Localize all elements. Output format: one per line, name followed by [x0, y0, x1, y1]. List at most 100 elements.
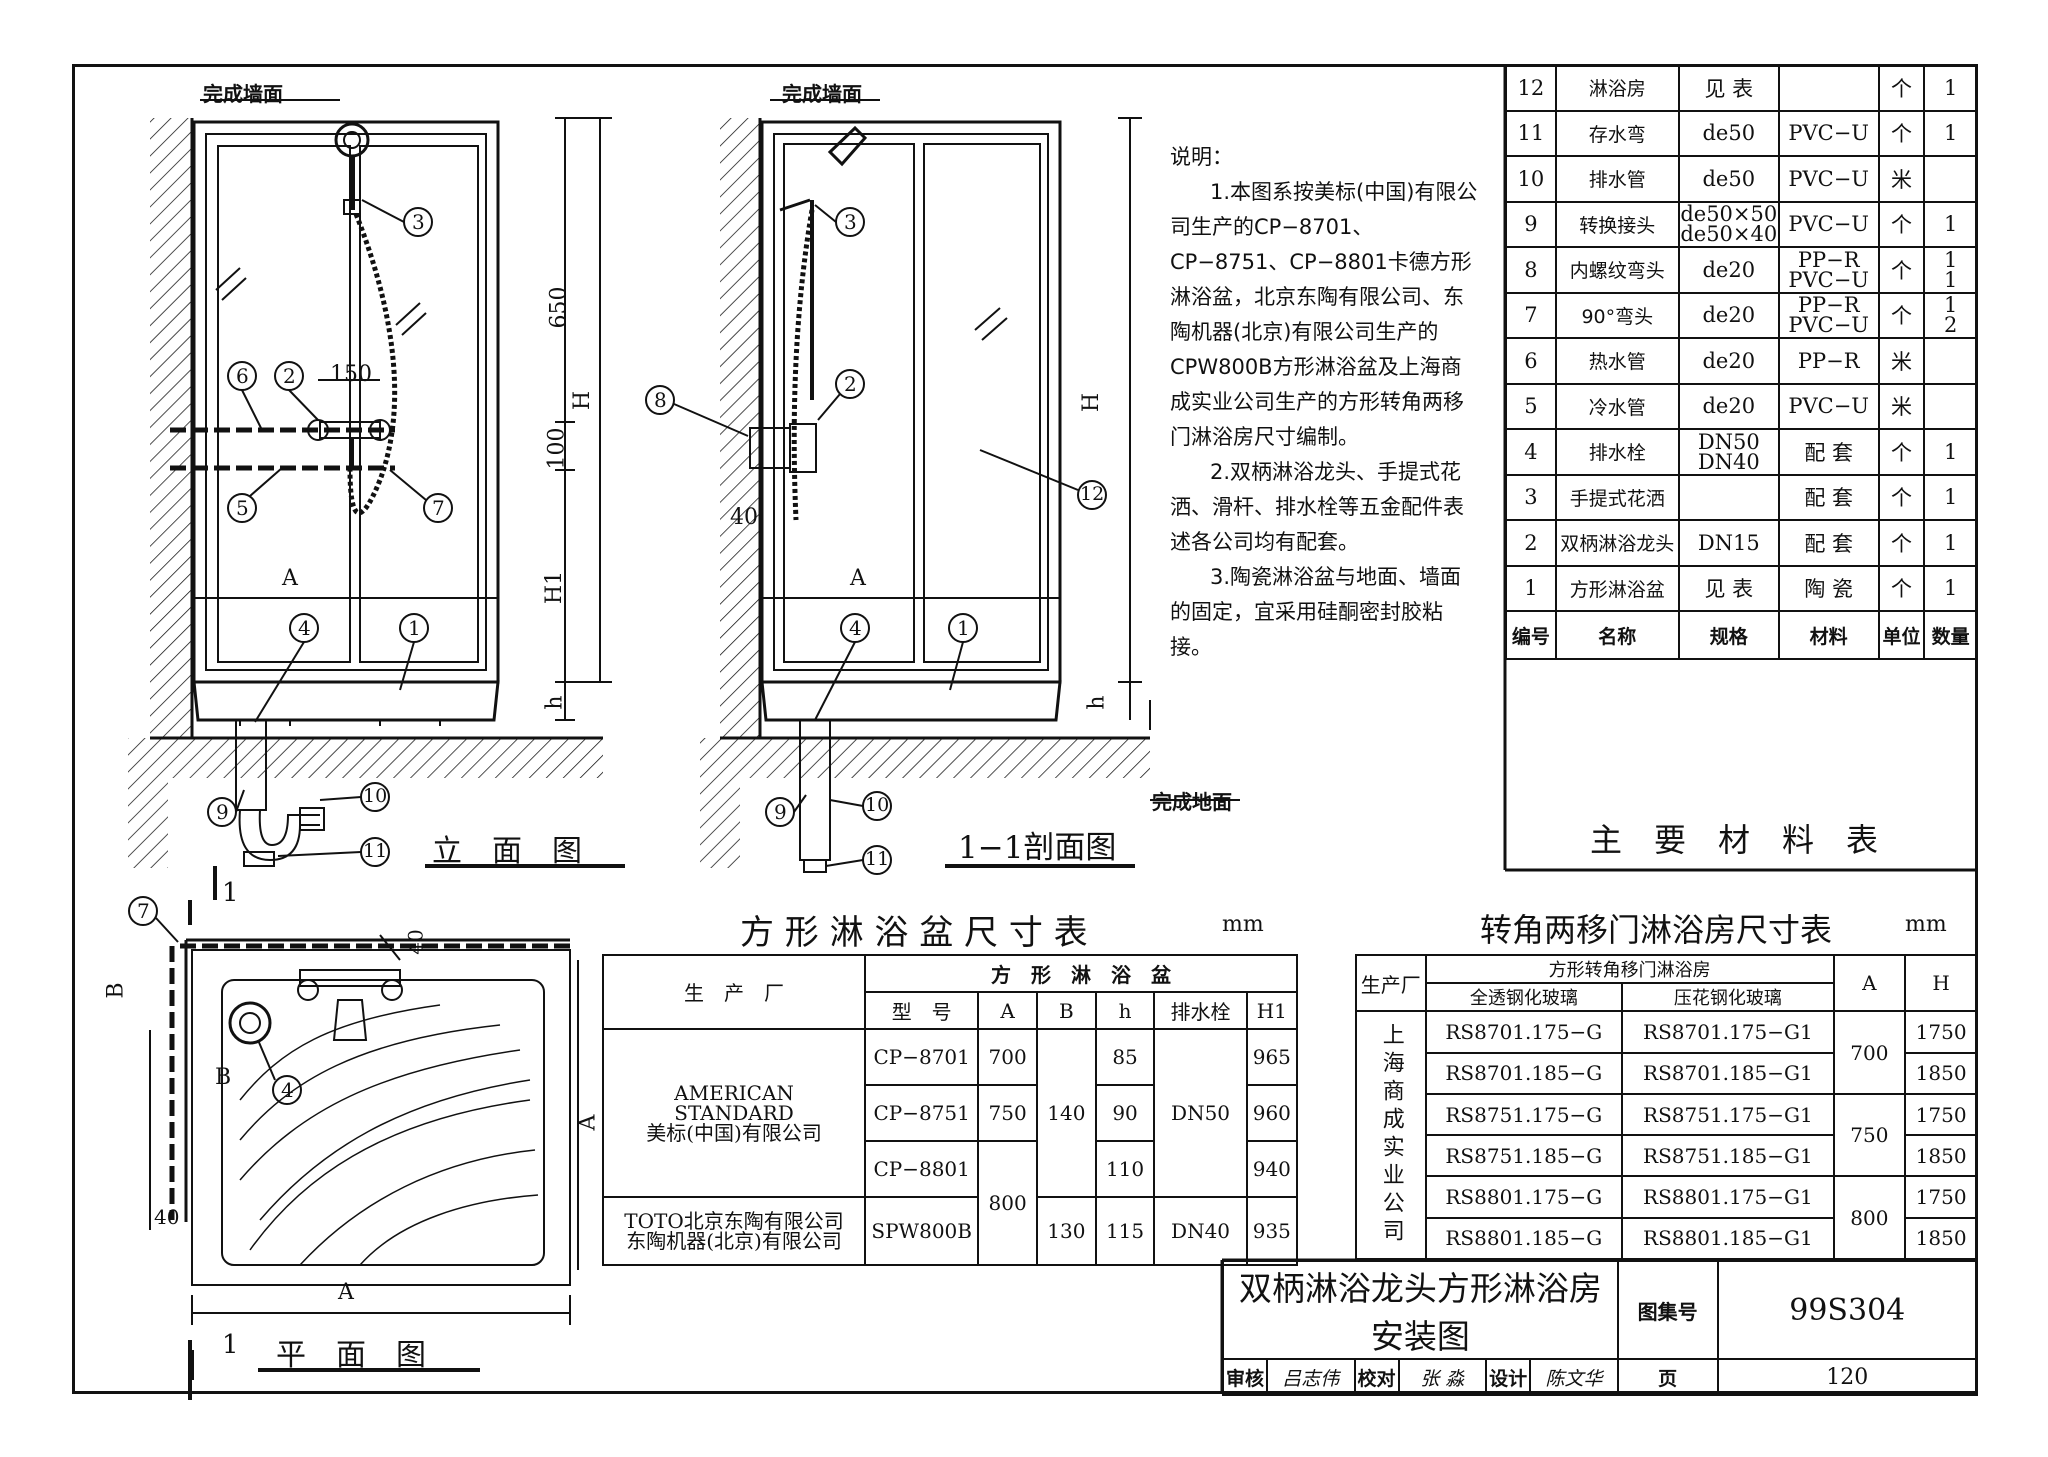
page-number: 120 — [1716, 1358, 1978, 1396]
mat-qty-line: 1 — [1943, 247, 1958, 272]
mat-no: 4 — [1505, 428, 1557, 476]
tray-h: 85 — [1094, 1027, 1156, 1086]
mat-name: 转换接头 — [1554, 200, 1680, 248]
mat-name: 冷水管 — [1554, 382, 1680, 430]
finished-wall-label-section: 完成墙面 — [782, 82, 862, 106]
elevation-view — [128, 99, 625, 900]
section-callout-4: 4 — [849, 616, 862, 640]
tray-drain: DN40 — [1153, 1196, 1248, 1266]
mat-header-no: 编号 — [1505, 610, 1557, 660]
finished-wall-label: 完成墙面 — [203, 82, 283, 106]
tray-col-model: 型 号 — [864, 991, 980, 1030]
section-mark-bottom: 1 — [222, 1330, 239, 1360]
mat-material: PVC−U — [1777, 200, 1880, 248]
tray-h: 90 — [1094, 1083, 1156, 1142]
mat-unit: 米 — [1877, 337, 1926, 385]
room-h: 1850 — [1904, 1216, 1978, 1261]
atlas-number: 99S304 — [1716, 1260, 1978, 1360]
section-callout-8: 8 — [654, 388, 667, 412]
mat-qty: 1 — [1923, 519, 1978, 567]
room-model-pattern: RS8701.185−G1 — [1621, 1051, 1835, 1095]
drawing-title: 双柄淋浴龙头方形淋浴房安装图 — [1222, 1260, 1619, 1360]
materials-title: 主 要 材 料 表 — [1590, 821, 1879, 859]
callout-1: 1 — [408, 616, 421, 640]
title-block: 双柄淋浴龙头方形淋浴房安装图 图集号 99S304 审核 吕志伟 校对 张 淼 … — [1222, 1260, 1978, 1396]
tray-a: 750 — [977, 1083, 1038, 1142]
tray-h1: 940 — [1245, 1139, 1299, 1199]
room-a: 750 — [1832, 1092, 1907, 1178]
tray-a: 700 — [977, 1027, 1038, 1086]
mat-spec-line: de50×40 — [1680, 222, 1778, 247]
room-model-pattern: RS8751.175−G1 — [1621, 1092, 1835, 1137]
section-callout-2: 2 — [844, 372, 857, 396]
mat-spec: 见 表 — [1677, 64, 1780, 112]
mat-name: 90°弯头 — [1554, 291, 1680, 339]
tray-maker-1: AMERICAN STANDARD 美标(中国)有限公司 — [601, 1027, 867, 1199]
note-3: 3.陶瓷淋浴盆与地面、墙面的固定，宜采用硅酮密封胶粘接。 — [1170, 565, 1462, 659]
notes: 说明： 1.本图系按美标(中国)有限公司生产的CP−8701、CP−8751、C… — [1170, 140, 1480, 665]
section-callout-3: 3 — [844, 210, 857, 234]
room-model-clear: RS8801.185−G — [1424, 1216, 1624, 1261]
dim-a: A — [282, 566, 298, 591]
tray-h1: 965 — [1245, 1027, 1299, 1086]
tray-col-a: A — [977, 991, 1038, 1030]
section-title: 1−1剖面图 — [958, 830, 1117, 866]
tray-table-title: 方 形 淋 浴 盆 尺 寸 表 — [740, 913, 1088, 953]
section-dim-h-small: h — [1084, 695, 1110, 710]
tray-table-unit: mm — [1222, 912, 1264, 937]
plan-dim-a-right: A — [575, 1114, 601, 1131]
room-h: 1750 — [1904, 1010, 1978, 1054]
section-mark-top: 1 — [222, 878, 239, 908]
room-model-pattern: RS8701.175−G1 — [1621, 1010, 1835, 1054]
dim-h: H — [570, 390, 596, 411]
mat-material: PVC−U — [1777, 109, 1880, 157]
callout-3: 3 — [412, 210, 425, 234]
room-model-pattern: RS8801.185−G1 — [1621, 1216, 1835, 1261]
room-model-clear: RS8751.175−G — [1424, 1092, 1624, 1137]
elevation-title: 立 面 图 — [432, 834, 582, 869]
tray-group: 方 形 淋 浴 盆 — [864, 953, 1298, 994]
mat-qty-line: 1 — [1943, 293, 1958, 318]
callout-11: 11 — [363, 840, 388, 862]
section-callout-9: 9 — [774, 800, 787, 824]
mat-no: 8 — [1505, 246, 1557, 294]
mat-spec: de20 — [1677, 291, 1780, 339]
mat-name: 双柄淋浴龙头 — [1554, 519, 1680, 567]
dim-650: 650 — [546, 286, 572, 329]
mat-unit: 个 — [1877, 246, 1926, 294]
room-model-pattern: RS8751.185−G1 — [1621, 1134, 1835, 1178]
mat-spec-line: de50×50 — [1680, 202, 1778, 227]
mat-material-line: PP−R — [1797, 293, 1860, 318]
tray-drain: DN50 — [1153, 1027, 1248, 1199]
mat-unit: 米 — [1877, 155, 1926, 203]
tray-h1: 935 — [1245, 1196, 1299, 1266]
tray-h: 115 — [1094, 1196, 1156, 1266]
mat-unit: 个 — [1877, 291, 1926, 339]
mat-spec: 见 表 — [1677, 564, 1780, 612]
plan-title: 平 面 图 — [276, 1338, 426, 1373]
room-h: 1750 — [1904, 1175, 1978, 1219]
room-sub-clear: 全透钢化玻璃 — [1424, 982, 1624, 1013]
mat-material: PP−R — [1777, 337, 1880, 385]
mat-header-material: 材料 — [1777, 610, 1880, 660]
mat-qty: 1 — [1923, 200, 1978, 248]
mat-no: 6 — [1505, 337, 1557, 385]
mat-material — [1777, 64, 1880, 112]
mat-name: 手提式花洒 — [1554, 473, 1680, 521]
tray-h1: 960 — [1245, 1083, 1299, 1142]
room-table-unit: mm — [1905, 912, 1947, 937]
callout-10: 10 — [363, 785, 388, 807]
mat-unit: 个 — [1877, 428, 1926, 476]
mat-material-line: PP−R — [1797, 247, 1860, 272]
room-table-title: 转角两移门淋浴房尺寸表 — [1480, 911, 1833, 949]
atlas-label: 图集号 — [1616, 1260, 1719, 1360]
